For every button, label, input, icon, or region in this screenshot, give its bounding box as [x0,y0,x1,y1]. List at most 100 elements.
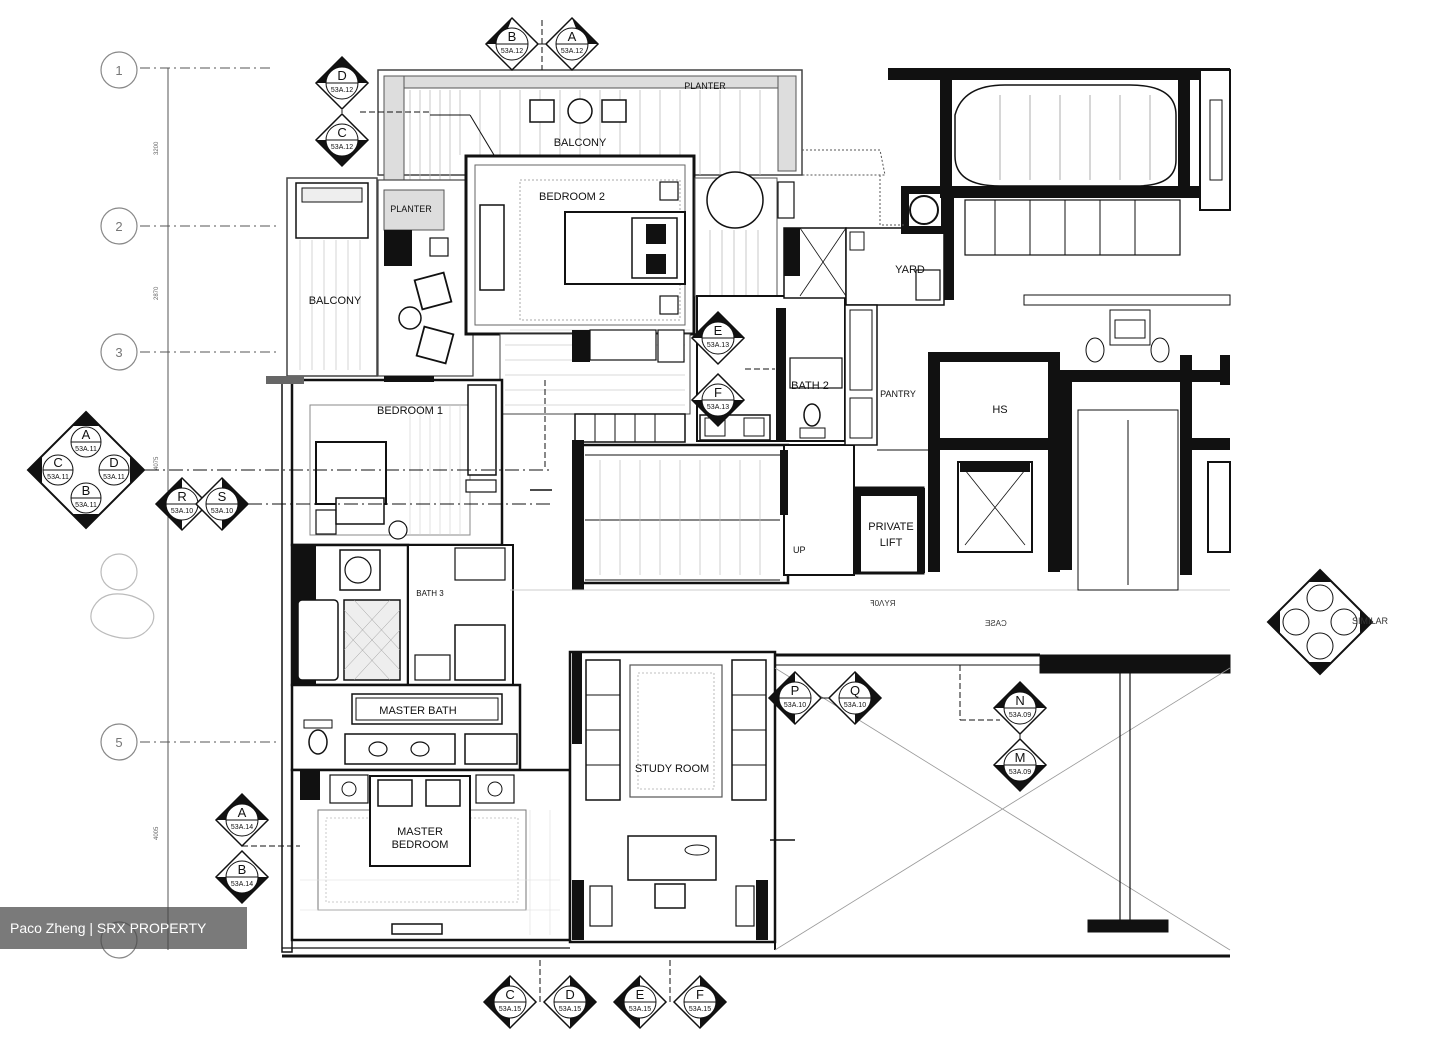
section-marker-E: E 53A.15 [612,974,668,1030]
svg-text:A: A [238,805,247,820]
svg-text:3: 3 [115,345,122,360]
svg-text:53A.09: 53A.09 [1009,712,1031,719]
interior-elevation-marker: A 53A.11 C 53A.11 D 53A.11 B 53A.11 [26,410,146,530]
balcony-2-area [694,171,795,297]
section-marker-C: C 53A.15 [482,974,538,1030]
section-marker-S: S 53A.10 [194,476,250,532]
svg-text:D: D [565,987,574,1002]
bedroom-1 [266,376,504,547]
svg-text:E: E [714,323,723,338]
balcony-label: BALCONY [554,137,607,149]
svg-text:F: F [696,987,704,1002]
svg-text:53A.15: 53A.15 [629,1006,651,1013]
gallery-hall [510,589,1231,951]
section-marker-F: F 53A.13 [690,372,746,428]
svg-text:F: F [714,385,722,400]
study-room-label: STUDY ROOM [635,763,709,775]
section-marker-A: A 53A.14 [214,792,270,848]
svg-text:53A.14: 53A.14 [231,881,253,888]
corridor [499,329,691,491]
svg-text:53A.12: 53A.12 [501,48,523,55]
master-bedroom [290,768,572,942]
private-lift-label: LIFT [880,537,903,549]
svg-text:D: D [337,68,346,83]
grid-marker [100,553,138,591]
svg-text:53A.12: 53A.12 [561,48,583,55]
svg-text:S: S [218,489,227,504]
similar-label: SIMILAR [1352,616,1389,626]
svg-text:C: C [337,125,346,140]
svg-text:N: N [1015,693,1024,708]
grid-marker: 2 [100,207,138,245]
section-marker-P: P 53A.10 [767,670,823,726]
svg-text:53A.13: 53A.13 [707,404,729,411]
bath-3 [290,543,514,687]
pantry-label: PANTRY [880,389,916,399]
svg-text:53A.15: 53A.15 [559,1006,581,1013]
dimension-label: 3200 [154,141,160,155]
svg-text:A: A [568,29,577,44]
study-room [568,650,795,944]
planter-label: PLANTER [390,204,432,214]
svg-text:D: D [109,455,118,470]
grid-marker: 3 [100,333,138,371]
svg-text:C: C [53,455,62,470]
revision-cloud [90,593,155,639]
section-marker-Q: Q 53A.10 [827,670,883,726]
svg-text:53A.09: 53A.09 [1009,769,1031,776]
svg-text:1: 1 [115,63,122,78]
section-marker-B: B 53A.12 [484,16,540,72]
svg-text:53A.15: 53A.15 [689,1006,711,1013]
svg-text:53A.11: 53A.11 [75,446,97,453]
pantry [844,304,930,451]
planter-label: PLANTER [684,81,726,91]
svg-text:53A.12: 53A.12 [331,87,353,94]
service-core [888,68,1231,591]
section-marker-N: N 53A.09 [992,680,1048,736]
stair-treads [999,95,1151,180]
svg-text:B: B [238,862,247,877]
dimension-label: 2870 [154,286,160,300]
svg-text:B: B [508,29,517,44]
section-marker-D: D 53A.15 [542,974,598,1030]
section-marker-R: R 53A.10 [154,476,210,532]
section-marker-F: F 53A.15 [672,974,728,1030]
svg-text:R: R [177,489,186,504]
private-lift-label: PRIVATE [868,521,913,533]
svg-text:53A.14: 53A.14 [231,824,253,831]
master-bath-label: MASTER BATH [379,705,456,717]
svg-text:53A.12: 53A.12 [331,144,353,151]
bath-3-label: BATH 3 [416,589,444,598]
left-balcony [286,177,474,377]
svg-text:53A.11: 53A.11 [47,474,69,481]
section-marker-D: D 53A.12 [314,55,370,111]
svg-text:53A.10: 53A.10 [171,508,193,515]
hs-label: HS [992,404,1007,416]
private-lift [853,486,925,575]
section-marker-E: E 53A.13 [690,310,746,366]
yard-label: YARD [895,264,925,276]
bedroom-2 [464,154,696,336]
svg-text:A: A [82,427,91,442]
master-bedroom-label: MASTER [397,826,443,838]
svg-text:C: C [505,987,514,1002]
svg-text:2: 2 [115,219,122,234]
grid-marker: 1 [100,51,138,89]
curved-stair [954,84,1177,187]
master-bedroom-label: BEDROOM [392,839,449,851]
svg-text:53A.10: 53A.10 [844,702,866,709]
svg-text:Q: Q [850,683,860,698]
hall-text: ƎƧAƆ [985,619,1007,628]
watermark: Paco Zheng | SRX PROPERTY [0,907,247,949]
dimension-label: 4005 [154,826,160,840]
svg-text:B: B [82,483,91,498]
bath-2-label: BATH 2 [791,380,829,392]
svg-text:53A.15: 53A.15 [499,1006,521,1013]
svg-text:M: M [1015,750,1026,765]
section-marker-C: C 53A.12 [314,112,370,168]
section-marker-A: A 53A.12 [544,16,600,72]
svg-text:P: P [791,683,800,698]
svg-text:53A.11: 53A.11 [75,502,97,509]
